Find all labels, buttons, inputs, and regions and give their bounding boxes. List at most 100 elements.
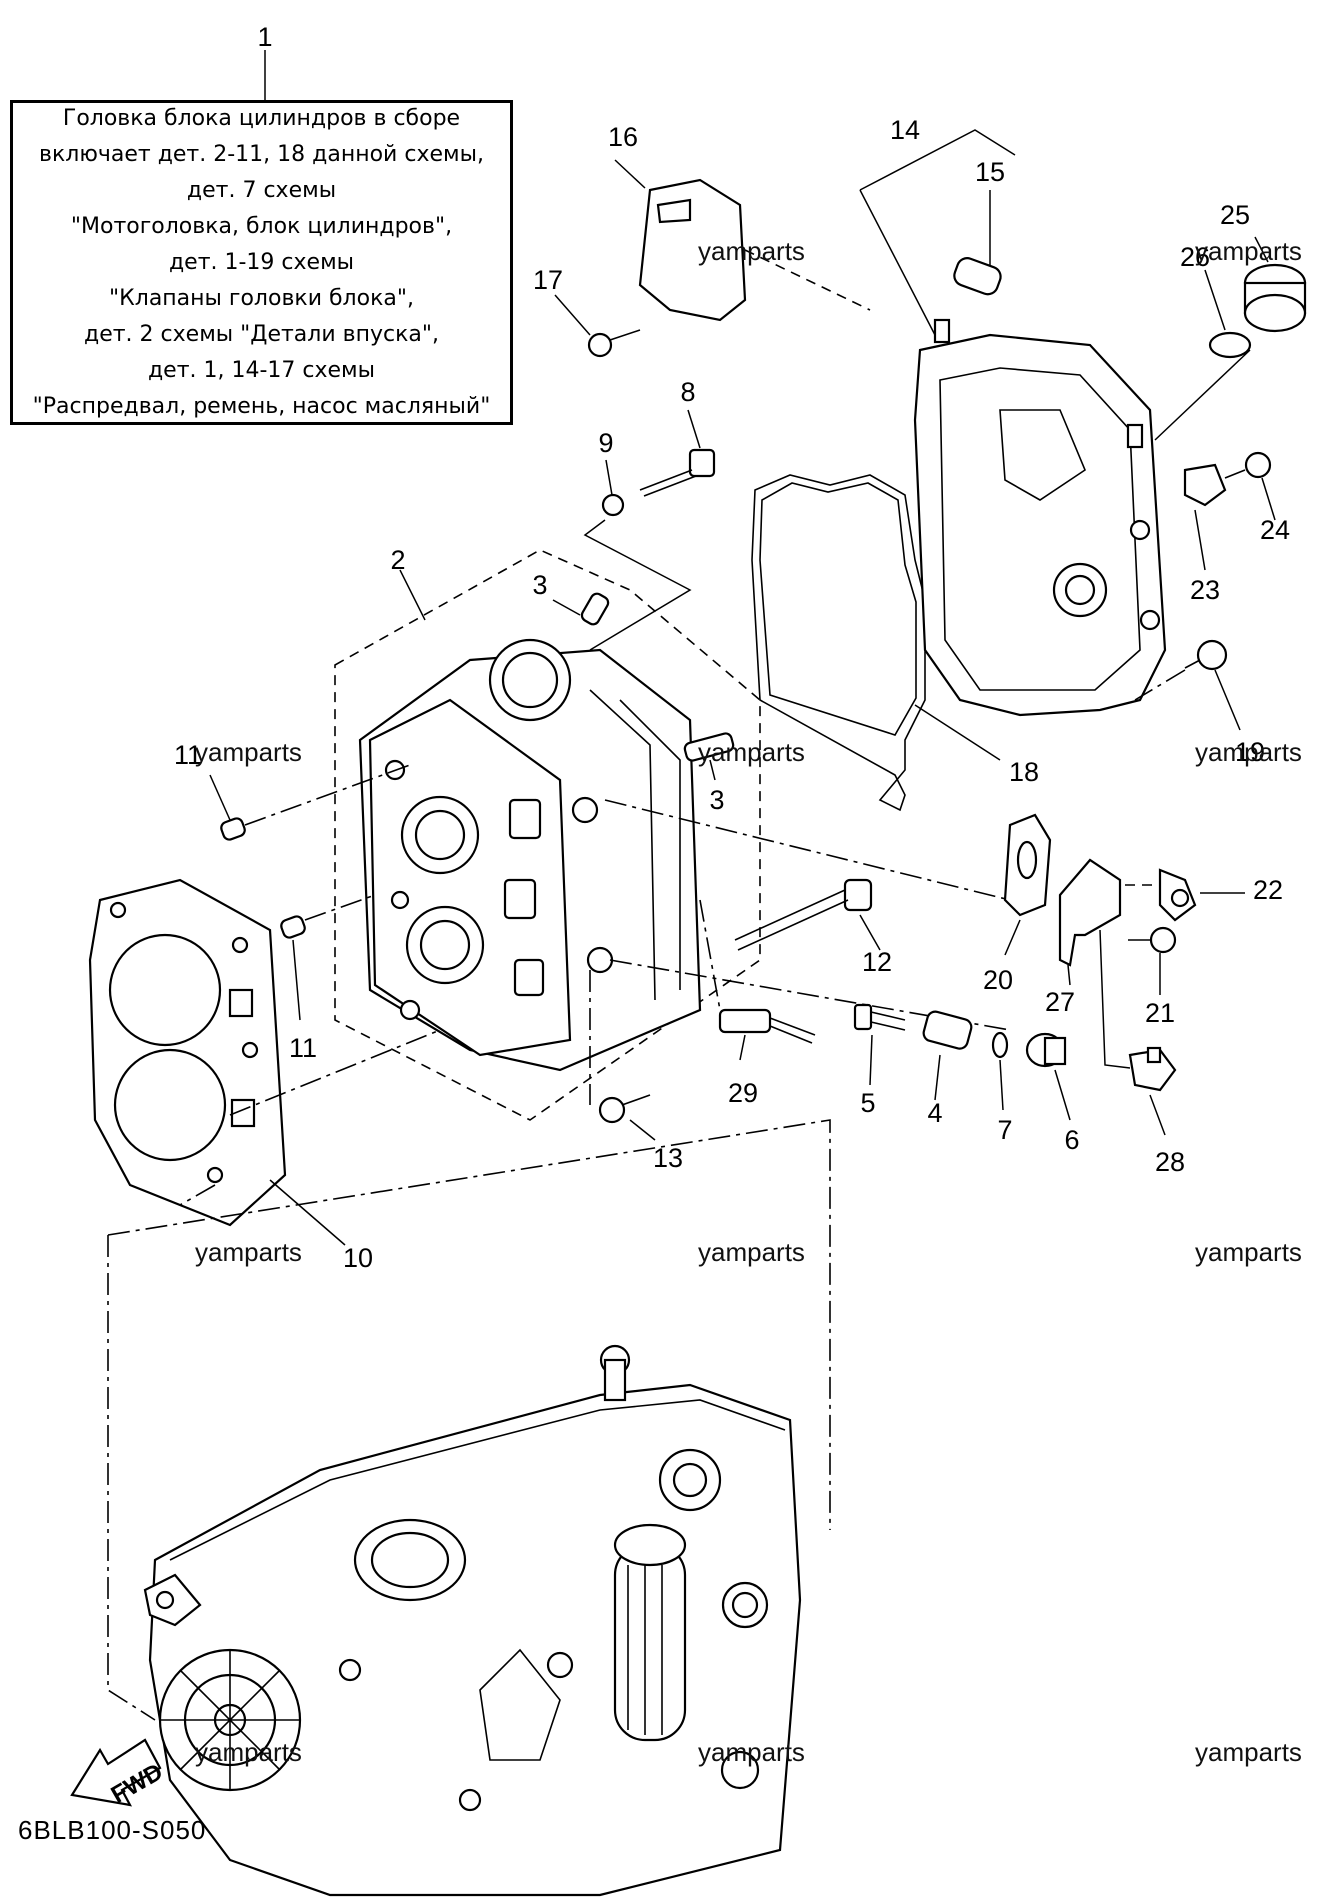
- head-cover-gasket-inner: [759, 482, 917, 736]
- dowel-15: [953, 257, 1002, 296]
- align-block-top: [107, 1119, 831, 1530]
- note-line: "Распредвал, ремень, насос масляный": [32, 393, 491, 419]
- callout-20: 20: [982, 965, 1014, 995]
- bolt-17: [587, 329, 641, 358]
- bolt-12: [734, 878, 873, 951]
- leader-9: [605, 459, 613, 496]
- plug-tube-3a: [580, 592, 610, 626]
- fwd-arrow-icon: [70, 1738, 162, 1807]
- sleeve-4: [922, 1010, 973, 1050]
- bolt-5: [853, 1003, 906, 1031]
- callout-14: 14: [889, 115, 921, 145]
- cylinder-head: [358, 638, 702, 1072]
- align-head-20: [604, 799, 1011, 901]
- leader-10: [269, 1179, 346, 1246]
- note-line: дет. 1-19 схемы: [168, 249, 355, 275]
- leader-20: [1004, 919, 1021, 956]
- callout-9: 9: [598, 428, 614, 458]
- watermark: yamparts: [1195, 236, 1302, 266]
- leader-26: [1204, 269, 1226, 331]
- watermark: yamparts: [1195, 1237, 1302, 1267]
- bolt-8: [639, 448, 716, 497]
- head-cover-gasket: [751, 474, 926, 812]
- leader-14a: [859, 189, 936, 336]
- callout-21: 21: [1144, 998, 1176, 1028]
- align-9: [583, 519, 692, 651]
- callout-22: 22: [1252, 875, 1284, 905]
- leader-3a: [552, 599, 581, 616]
- clamp-22: [1158, 868, 1197, 922]
- note-line: "Мотоголовка, блок цилиндров",: [70, 213, 453, 239]
- note-line: дет. 7 схемы: [186, 177, 337, 203]
- watermark: yamparts: [195, 1737, 302, 1767]
- leader-5: [869, 1034, 873, 1086]
- align-11a: [244, 764, 411, 826]
- note-line: Головка блока цилиндров в сборе: [62, 105, 461, 131]
- callout-25: 25: [1219, 200, 1251, 230]
- align-head-29: [699, 899, 721, 1011]
- callout-6: 6: [1064, 1125, 1080, 1155]
- oil-cap-25: [1243, 263, 1307, 333]
- watermark: yamparts: [698, 737, 805, 767]
- callout-2: 2: [390, 545, 406, 575]
- watermark: yamparts: [698, 236, 805, 266]
- align-28: [1099, 929, 1131, 1069]
- washer-9: [601, 493, 625, 517]
- callout-11a: 11: [173, 740, 203, 770]
- note-line: "Клапаны головки блока",: [109, 285, 414, 311]
- leader-3b: [709, 759, 716, 781]
- callout-15: 15: [974, 157, 1006, 187]
- callout-26: 26: [1179, 242, 1211, 272]
- bolt-21: [1128, 926, 1177, 954]
- clip-23: [1183, 463, 1227, 507]
- leader-7: [999, 1059, 1004, 1111]
- leader-4: [934, 1054, 941, 1101]
- head-gasket: [88, 878, 287, 1227]
- callout-18: 18: [1008, 757, 1040, 787]
- leader-29: [739, 1034, 746, 1061]
- callout-12: 12: [861, 947, 893, 977]
- callout-4: 4: [927, 1098, 943, 1128]
- watermark: yamparts: [195, 1237, 302, 1267]
- plug-6: [1025, 1032, 1067, 1068]
- bolt-24: [1224, 451, 1272, 479]
- watermark: yamparts: [698, 1737, 805, 1767]
- bracket-27: [1058, 858, 1122, 967]
- callout-29: 29: [727, 1078, 759, 1108]
- align-26: [1154, 349, 1251, 441]
- clip-28: [1128, 1046, 1177, 1092]
- note-line: включает дет. 2-11, 18 данной схемы,: [39, 141, 484, 167]
- leader-13: [629, 1119, 656, 1141]
- callout-10: 10: [342, 1243, 374, 1273]
- leader-23: [1194, 509, 1206, 571]
- align-gasket-block: [179, 1184, 216, 1206]
- leader-2: [399, 569, 426, 621]
- leader-16: [614, 159, 646, 189]
- note-line: дет. 2 схемы "Детали впуска",: [84, 321, 439, 347]
- bolt-13: [598, 1094, 651, 1124]
- align-11b: [304, 894, 376, 921]
- callout-1: 1: [257, 22, 273, 52]
- diagram-code: 6BLB100-S050: [18, 1815, 207, 1845]
- align-head-5: [609, 959, 1011, 1031]
- watermark: yamparts: [195, 737, 302, 767]
- callout-24: 24: [1259, 515, 1291, 545]
- leader-8: [687, 409, 701, 449]
- callout-23: 23: [1189, 575, 1221, 605]
- callout-16: 16: [607, 122, 639, 152]
- callout-7: 7: [997, 1115, 1013, 1145]
- note-line: дет. 1, 14-17 схемы: [147, 357, 376, 383]
- leader-27: [1067, 964, 1071, 986]
- callout-17: 17: [532, 265, 564, 295]
- note-box: Головка блока цилиндров в сборе включает…: [10, 100, 513, 425]
- leader-12: [859, 914, 881, 951]
- leader-6: [1054, 1069, 1071, 1121]
- callout-11b: 11: [288, 1033, 318, 1063]
- leader-24: [1261, 477, 1276, 521]
- head-cover: [913, 318, 1167, 717]
- callout-3b: 3: [709, 785, 725, 815]
- callout-5: 5: [860, 1088, 876, 1118]
- watermark: yamparts: [698, 1237, 805, 1267]
